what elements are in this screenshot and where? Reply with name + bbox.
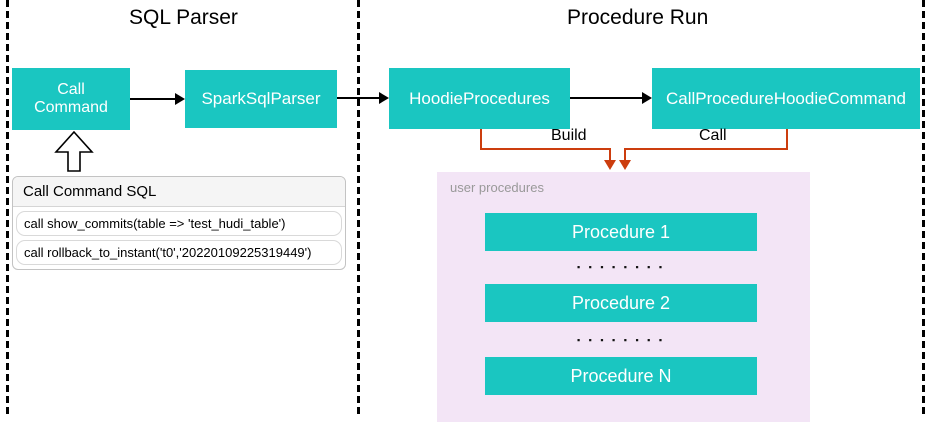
build-connector-arrowhead — [604, 160, 616, 170]
node-procedure-n: Procedure N — [485, 357, 757, 395]
section-title-procedure-run: Procedure Run — [567, 6, 709, 29]
node-callprocedurehoodiecommand: CallProcedureHoodieCommand — [652, 68, 920, 129]
sql-statement-show-commits: call show_commits(table => 'test_hudi_ta… — [16, 211, 342, 236]
node-call-command: Call Command — [12, 68, 130, 130]
user-procedures-panel: user procedures Procedure 1 ▪ ▪ ▪ ▪ ▪ ▪ … — [437, 172, 810, 422]
edge-label-build: Build — [551, 127, 587, 144]
hollow-up-arrow — [54, 131, 94, 172]
divider-left-dashed — [6, 0, 9, 416]
build-connector-segment-down — [480, 129, 482, 150]
node-callprocedurehoodiecommand-label: CallProcedureHoodieCommand — [665, 88, 906, 108]
arrow-callcommand-to-sparksqlparser — [130, 93, 185, 105]
arrow-hoodieprocedures-to-callprocedure — [570, 92, 652, 104]
ellipsis-dots-1: ▪ ▪ ▪ ▪ ▪ ▪ ▪ ▪ — [576, 262, 666, 272]
call-connector-segment-across — [624, 148, 788, 150]
call-connector-segment-drop — [624, 148, 626, 161]
edge-label-call: Call — [699, 127, 727, 144]
node-procedure-n-label: Procedure N — [570, 365, 672, 386]
sql-statement-rollback-to-instant: call rollback_to_instant('t0','202201092… — [16, 240, 342, 265]
node-procedure-2: Procedure 2 — [485, 284, 757, 322]
arrow-sparksqlparser-to-hoodieprocedures — [337, 92, 389, 104]
user-procedures-label: user procedures — [450, 180, 544, 195]
divider-right-dashed — [922, 0, 925, 416]
build-connector-segment-across — [480, 148, 611, 150]
node-hoodieprocedures-label: HoodieProcedures — [409, 88, 550, 108]
node-sparksqlparser: SparkSqlParser — [185, 70, 337, 128]
node-procedure-2-label: Procedure 2 — [571, 292, 671, 313]
sql-panel-header: Call Command SQL — [13, 177, 345, 207]
node-procedure-1: Procedure 1 — [485, 213, 757, 251]
node-sparksqlparser-label: SparkSqlParser — [201, 89, 321, 108]
ellipsis-dots-2: ▪ ▪ ▪ ▪ ▪ ▪ ▪ ▪ — [576, 335, 666, 345]
call-command-sql-panel: Call Command SQL call show_commits(table… — [12, 176, 346, 270]
call-connector-segment-down — [786, 129, 788, 150]
divider-center-dashed — [357, 0, 360, 416]
section-title-sql-parser: SQL Parser — [129, 6, 238, 29]
node-procedure-1-label: Procedure 1 — [571, 221, 671, 242]
node-call-command-label: Call Command — [34, 81, 108, 116]
node-hoodieprocedures: HoodieProcedures — [389, 68, 570, 129]
call-connector-arrowhead — [619, 160, 631, 170]
build-connector-segment-drop — [609, 148, 611, 161]
